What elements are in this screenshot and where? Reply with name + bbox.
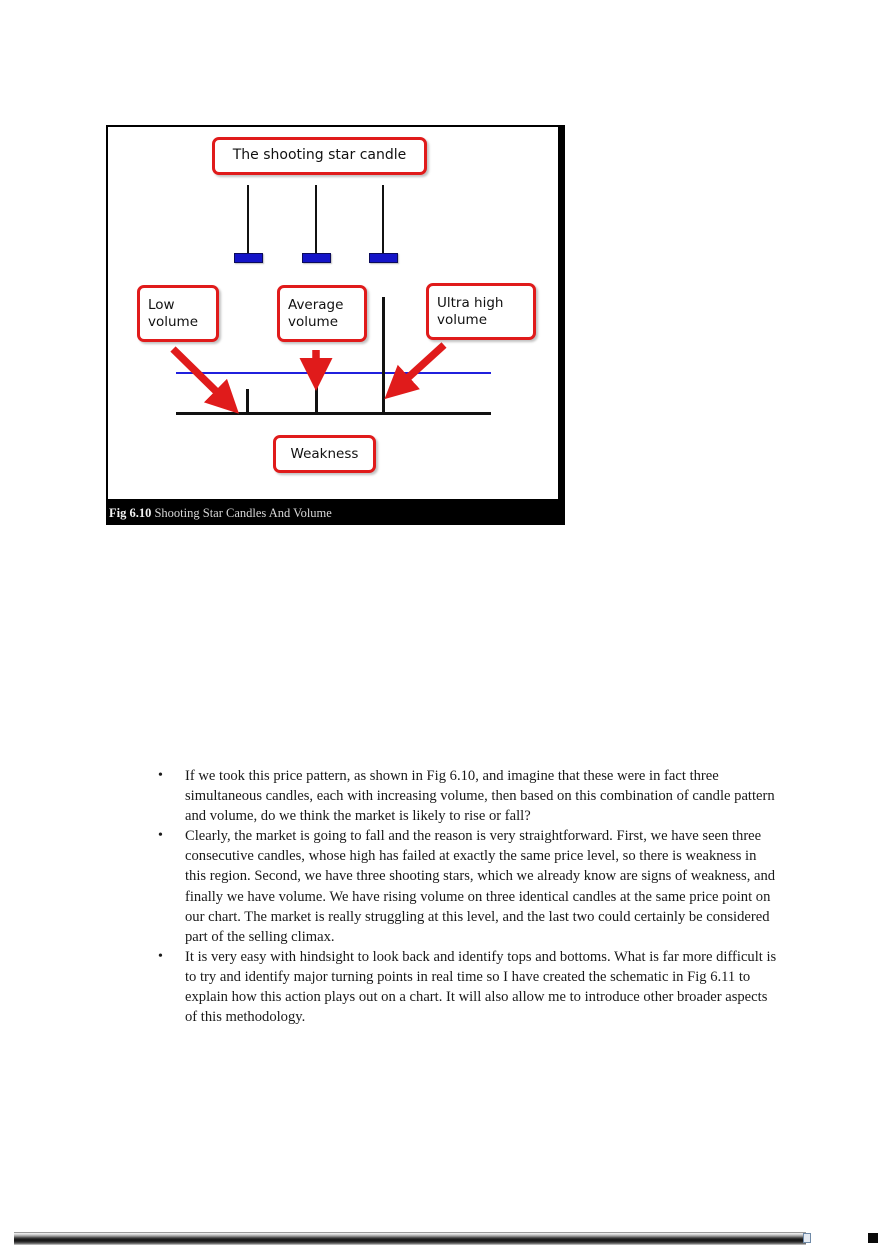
volume-bar-ultra-high bbox=[382, 297, 385, 415]
bullet-marker: • bbox=[158, 948, 163, 964]
candle-3-body bbox=[369, 253, 398, 263]
callout-weakness: Weakness bbox=[273, 435, 376, 473]
arrow-ultra-high-volume-icon bbox=[384, 342, 447, 400]
callout-ultra-high-volume-text: Ultra high volume bbox=[437, 294, 504, 328]
horizontal-scrollbar-track[interactable] bbox=[14, 1232, 806, 1245]
figure-caption-text: Shooting Star Candles And Volume bbox=[151, 506, 332, 520]
bullet-marker: • bbox=[158, 768, 163, 783]
figure-caption-number: Fig 6.10 bbox=[109, 506, 152, 520]
scrollbar-right-arrow-icon[interactable] bbox=[803, 1233, 811, 1243]
callout-average-volume-text: Average volume bbox=[288, 296, 344, 330]
bullet-text-2: Clearly, the market is going to fall and… bbox=[185, 828, 776, 945]
candle-1-body bbox=[234, 253, 263, 263]
figure-caption: Fig 6.10 Shooting Star Candles And Volum… bbox=[106, 501, 565, 525]
callout-low-volume: Low volume bbox=[137, 285, 219, 342]
candle-1-wick bbox=[247, 185, 249, 257]
callout-weakness-text: Weakness bbox=[290, 445, 359, 462]
horizontal-scrollbar-thumb[interactable] bbox=[14, 1232, 802, 1244]
candle-2-wick bbox=[315, 185, 317, 257]
list-item: • Clearly, the market is going to fall a… bbox=[152, 826, 777, 947]
callout-title-text: The shooting star candle bbox=[232, 147, 407, 164]
figure-6-10: The shooting star candle bbox=[106, 125, 565, 525]
average-volume-reference-line bbox=[176, 372, 491, 374]
callout-low-volume-text: Low volume bbox=[148, 296, 199, 330]
candle-2-body bbox=[302, 253, 331, 263]
bullet-text-3: It is very easy with hindsight to look b… bbox=[185, 948, 777, 1026]
volume-bar-low bbox=[246, 389, 249, 415]
candle-3-wick bbox=[382, 185, 384, 257]
callout-average-volume: Average volume bbox=[277, 285, 367, 342]
bullet-text-1: If we took this price pattern, as shown … bbox=[185, 768, 775, 825]
body-text-block: • If we took this price pattern, as show… bbox=[152, 766, 777, 1027]
arrow-average-volume-icon bbox=[299, 350, 333, 391]
scrollbar-corner-box bbox=[868, 1233, 878, 1243]
list-item: • If we took this price pattern, as show… bbox=[152, 766, 777, 826]
callout-ultra-high-volume: Ultra high volume bbox=[426, 283, 536, 340]
list-item: • It is very easy with hindsight to look… bbox=[152, 947, 777, 1027]
volume-baseline-axis bbox=[176, 412, 491, 415]
callout-shooting-star-title: The shooting star candle bbox=[212, 137, 427, 175]
arrow-low-volume-icon bbox=[170, 346, 239, 414]
volume-bar-average bbox=[315, 371, 318, 415]
bullet-marker: • bbox=[158, 828, 163, 844]
figure-diagram-canvas: The shooting star candle bbox=[108, 127, 558, 499]
